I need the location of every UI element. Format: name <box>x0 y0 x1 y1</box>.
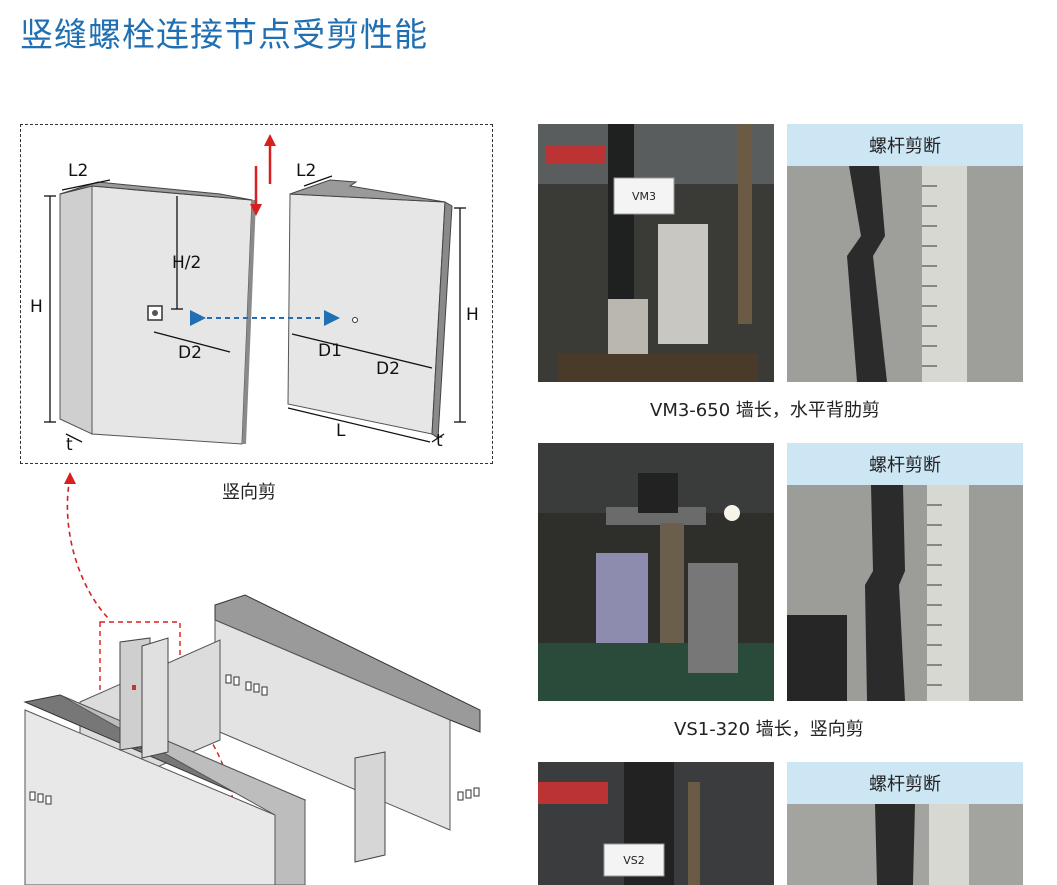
test-photo-1: VM3 <box>538 124 774 382</box>
test-caption-1: VM3-650 墙长，水平背肋剪 <box>650 400 880 421</box>
failure-label-1: 螺杆剪断 <box>787 124 1023 166</box>
dim-t-left: t <box>66 435 73 455</box>
dim-l2-right: L2 <box>296 161 316 181</box>
dim-t-right: t <box>436 431 443 451</box>
failure-photo-1 <box>787 166 1023 382</box>
building-assembly <box>23 472 481 885</box>
test-photo-3: VS2 <box>538 762 774 885</box>
left-panel <box>59 181 256 445</box>
right-panel <box>287 179 453 439</box>
dim-h-right: H <box>466 305 479 325</box>
dim-d2-left: D2 <box>178 343 202 363</box>
dim-h-left: H <box>30 297 43 317</box>
dim-d1: D1 <box>318 341 342 361</box>
detail-link-curve <box>66 477 111 621</box>
failure-photo-3 <box>787 804 1023 885</box>
diagram-frame <box>20 124 493 464</box>
specimen-tag-1: VM3 <box>632 190 656 203</box>
dim-l2-left: L2 <box>68 161 88 181</box>
test-caption-2: VS1-320 墙长，竖向剪 <box>674 719 864 740</box>
failure-label-3: 螺杆剪断 <box>787 762 1023 804</box>
vertical-shear-arrows <box>250 134 276 216</box>
dim-d2-right: D2 <box>376 359 400 379</box>
failure-label-2: 螺杆剪断 <box>787 443 1023 485</box>
specimen-tag-3: VS2 <box>623 854 645 867</box>
diagram-caption: 竖向剪 <box>222 482 276 503</box>
dim-h-half: H/2 <box>172 253 201 273</box>
dim-l: L <box>336 421 346 441</box>
specimen-diagram: L2 L2 H H H/2 D2 D1 D2 L t t <box>30 134 479 455</box>
failure-photo-2 <box>787 485 1023 701</box>
dimension-lines <box>44 175 466 443</box>
test-photo-2 <box>538 443 774 701</box>
page-title: 竖缝螺栓连接节点受剪性能 <box>20 15 428 54</box>
